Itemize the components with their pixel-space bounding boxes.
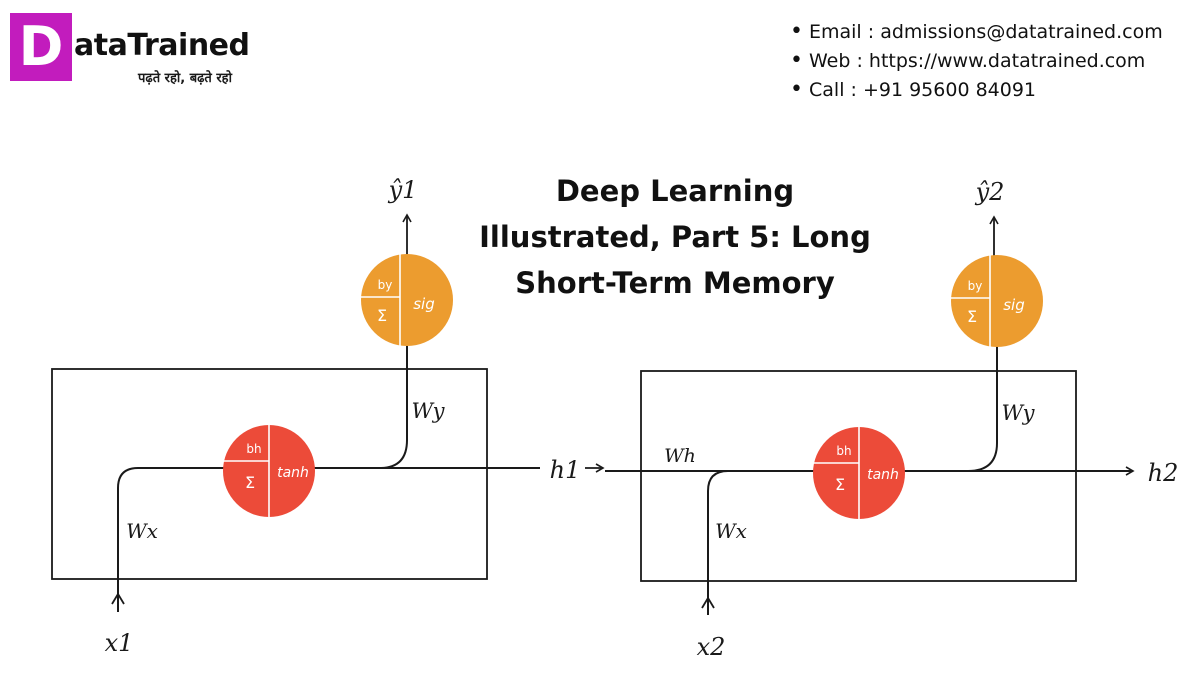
logo-tagline: पढ़ते रहो, बढ़ते रहो — [138, 71, 232, 86]
cell-1-output-bias: by — [378, 278, 393, 292]
cell-1-hidden-bias: bh — [246, 442, 261, 456]
cell-2-output-neuron: by Σ sig — [951, 255, 1043, 347]
rnn-cell-1: bh Σ tanh by Σ sig ŷ1 Wy Wx x1 h1 — [51, 176, 581, 657]
cell-2-output-weight: Wy — [1002, 401, 1036, 425]
cell-2-output-bias: by — [968, 279, 983, 293]
cell-2-output-activation: sig — [1003, 296, 1025, 314]
logo-mark: D — [10, 13, 72, 81]
cell-2-frame — [640, 370, 1077, 582]
rnn-cell-2: bh Σ tanh by Σ sig ŷ2 Wy Wh Wx x2 h2 — [605, 178, 1178, 661]
cell-2-hidden-bias: bh — [836, 444, 851, 458]
cell-2-input-line — [707, 470, 729, 615]
cell-1-output-activation: sig — [413, 295, 435, 313]
cell-2-input-label: x2 — [697, 633, 726, 661]
cell-1-output-weight: Wy — [412, 399, 446, 423]
cell-1-output-line — [379, 345, 408, 469]
page-title: Deep Learning Illustrated, Part 5: Long … — [479, 174, 871, 300]
cell-1-output-neuron: by Σ sig — [361, 254, 453, 346]
cell-1-frame — [51, 368, 488, 580]
cell-1-hidden-activation: tanh — [277, 465, 309, 481]
cell-1-output-sum: Σ — [377, 306, 387, 325]
contact-call[interactable]: Call : +91 95600 84091 — [790, 76, 1163, 105]
cell-1-hidden-sum: Σ — [245, 473, 255, 492]
cell-1-hidden-neuron: bh Σ tanh — [223, 425, 315, 517]
contact-email[interactable]: Email : admissions@datatrained.com — [790, 18, 1163, 47]
cell-1-input-label: x1 — [105, 629, 134, 657]
cell-2-recurrent-weight: Wh — [664, 445, 696, 467]
logo-wordmark: ataTrained — [74, 28, 250, 63]
cell-2-output-line — [967, 346, 998, 472]
cell-2-hidden-neuron: bh Σ tanh — [813, 427, 905, 519]
cell-2-input-weight: Wx — [715, 519, 747, 543]
cell-2-hidden-out-label: h2 — [1148, 459, 1179, 487]
cell-2-output-sum: Σ — [967, 307, 977, 326]
cell-1-input-weight: Wx — [126, 519, 158, 543]
cell-2-output-label: ŷ2 — [975, 178, 1005, 206]
cell-1-hidden-out-label: h1 — [550, 456, 581, 484]
logo-letter: D — [18, 15, 64, 78]
cell-2-hidden-activation: tanh — [867, 467, 899, 483]
contact-web[interactable]: Web : https://www.datatrained.com — [790, 47, 1163, 76]
cell-1-input-line — [117, 467, 232, 612]
cell-2-hidden-sum: Σ — [835, 475, 845, 494]
contact-list: Email : admissions@datatrained.com Web :… — [790, 18, 1163, 105]
cell-1-output-label: ŷ1 — [388, 176, 418, 204]
cell-2-input-arrow — [701, 596, 715, 609]
cell-1-input-arrow — [111, 592, 125, 605]
